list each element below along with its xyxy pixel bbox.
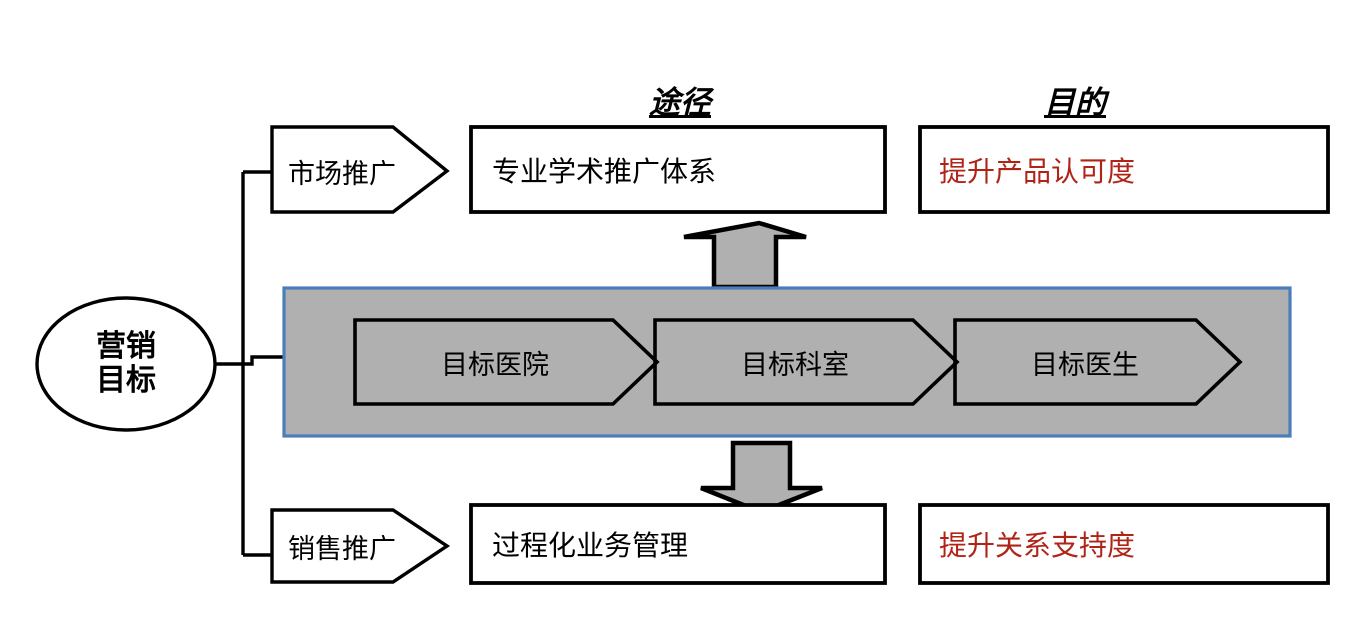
purpose-box-market bbox=[918, 125, 1330, 214]
connector-lines bbox=[215, 170, 291, 557]
path-box-market bbox=[469, 125, 887, 214]
core-step-2 bbox=[653, 318, 960, 406]
arrow-up-shape bbox=[683, 220, 807, 290]
purpose-box-sales bbox=[918, 503, 1330, 585]
arrow-down-shape bbox=[700, 440, 823, 515]
chevron-sales bbox=[270, 508, 451, 584]
core-step-3 bbox=[953, 318, 1243, 406]
root-ellipse bbox=[35, 296, 217, 432]
core-step-1 bbox=[353, 318, 660, 406]
core-flow-panel bbox=[282, 286, 1292, 438]
chevron-market bbox=[270, 125, 450, 214]
path-box-sales bbox=[469, 503, 887, 585]
